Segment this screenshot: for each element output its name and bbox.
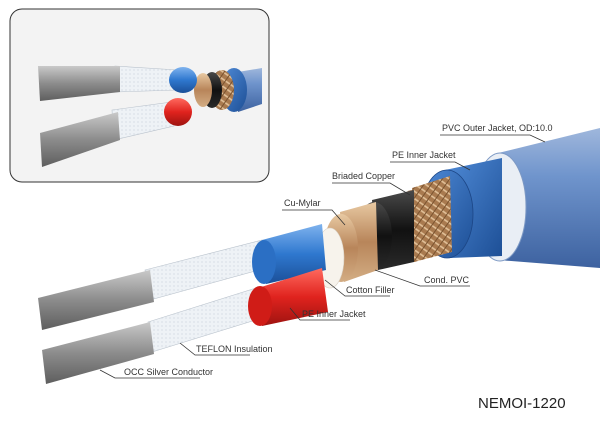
- label-pvc-outer-jacket: PVC Outer Jacket, OD:10.0: [442, 123, 553, 133]
- leader-pe-inner-jacket-core: [289, 307, 350, 321]
- conductor-bottom: [42, 322, 154, 384]
- inset-mylar: [194, 73, 212, 107]
- core-blue-face: [252, 240, 276, 284]
- leader-cotton-filler: [324, 279, 390, 297]
- leader-cu-mylar: [282, 209, 346, 226]
- leader-occ-silver-conductor: [99, 369, 200, 379]
- inset-conductor-top: [38, 66, 120, 101]
- teflon-sleeve-bottom: [147, 287, 263, 353]
- inset-core-red: [164, 98, 192, 126]
- inset-core-blue: [169, 67, 197, 93]
- core-blue-body: [262, 224, 326, 284]
- inset-teflon-top: [114, 65, 179, 93]
- label-pe-inner-jacket-outer: PE Inner Jacket: [392, 150, 456, 160]
- label-occ-silver-conductor: OCC Silver Conductor: [124, 367, 213, 377]
- label-teflon-insulation: TEFLON Insulation: [196, 344, 273, 354]
- leader-teflon-insulation: [179, 342, 250, 356]
- main-cable: [38, 128, 600, 384]
- conductor-top: [38, 270, 154, 330]
- leader-cond-pvc: [374, 269, 470, 287]
- leader-pe-inner-jacket-outer: [390, 161, 471, 171]
- leader-lines: [99, 134, 546, 379]
- inset-conductor-bottom: [40, 112, 120, 167]
- inset-detail: [9, 8, 270, 183]
- core-red-body: [258, 268, 328, 326]
- label-cu-mylar: Cu-Mylar: [284, 198, 321, 208]
- leader-braided-copper: [332, 182, 411, 196]
- core-red-face: [248, 286, 272, 326]
- label-cond-pvc: Cond. PVC: [424, 275, 470, 285]
- callout-labels: PVC Outer Jacket, OD:10.0 PE Inner Jacke…: [124, 123, 566, 412]
- label-cotton-filler: Cotton Filler: [346, 285, 395, 295]
- label-braided-copper: Briaded Copper: [332, 171, 395, 181]
- label-pe-inner-jacket-core: PE Inner Jacket: [302, 309, 366, 319]
- model-name: NEMOI-1220: [478, 395, 566, 412]
- leader-pvc-outer-jacket: [440, 134, 546, 143]
